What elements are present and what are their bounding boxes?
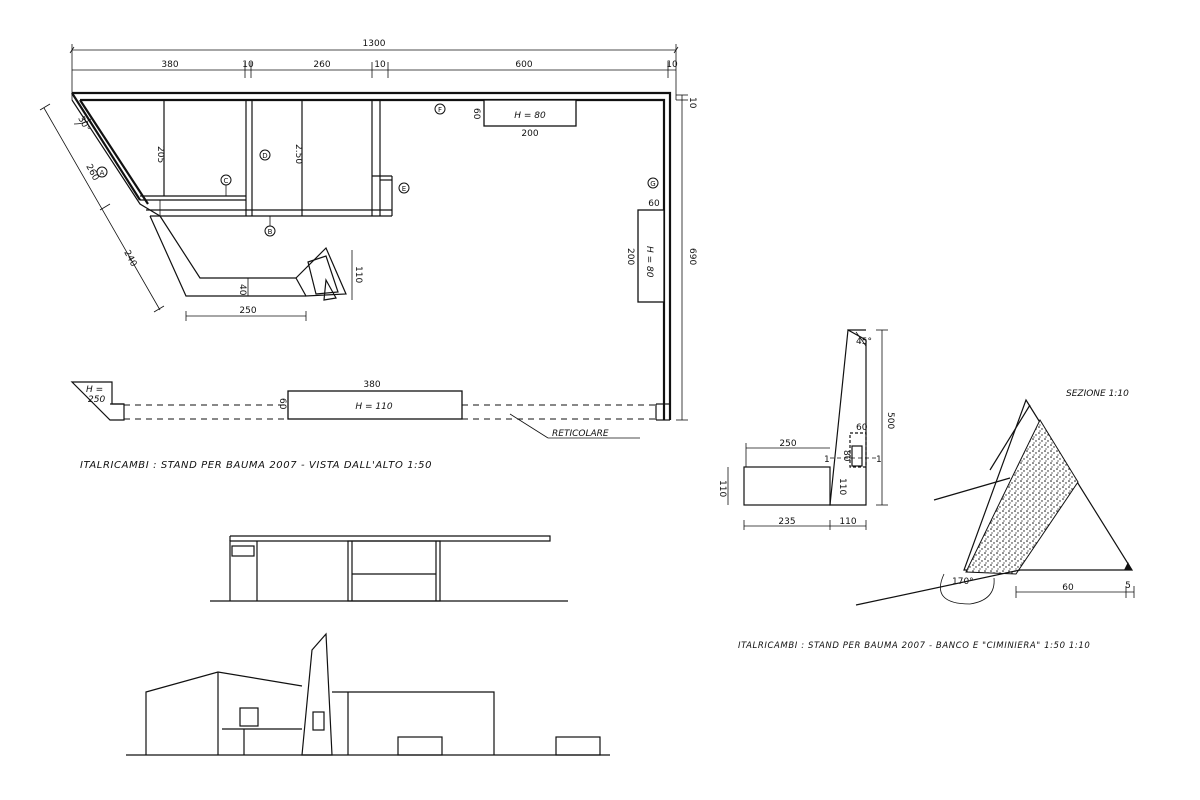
bench-small-60: 60 xyxy=(856,423,868,433)
marker-a-label: A xyxy=(100,169,105,177)
bench-left-110: 110 xyxy=(717,480,727,497)
dim-bottom-box-h: 60 xyxy=(277,398,287,410)
section-corner-mark xyxy=(1124,562,1132,570)
right-box-h80 xyxy=(637,209,665,303)
marker-d: D xyxy=(259,149,271,161)
dim-bottom-box-w: 380 xyxy=(363,380,380,390)
bench-chimney-detail: 45° 1 1 250 110 235 110 500 110 60 80 xyxy=(717,329,895,530)
dim-ramp-40: 40 xyxy=(237,284,247,296)
top-box-h80 xyxy=(483,99,577,127)
dim-wall-250: 2.50 xyxy=(293,144,303,164)
section-angle: 170° xyxy=(952,577,974,587)
dim-seg6: 10 xyxy=(666,60,678,70)
bench-bottom-235: 235 xyxy=(778,517,795,527)
marker-e: E xyxy=(398,182,410,194)
bottom-box-label: H = 110 xyxy=(355,402,392,412)
bench-caption: ITALRICAMBI : STAND PER BAUMA 2007 - BAN… xyxy=(738,641,1090,651)
dim-seg1: 380 xyxy=(161,60,178,70)
marker-b: B xyxy=(264,216,276,237)
front-elevation xyxy=(210,535,568,602)
bench-inner-110: 110 xyxy=(837,478,847,495)
bench-top-250: 250 xyxy=(779,439,796,449)
section-base-line xyxy=(855,569,1021,606)
section-dim-60: 60 xyxy=(1062,583,1074,593)
section-detail: 170° 60 5 SEZIONE 1:10 xyxy=(855,389,1135,606)
bench-small-80: 80 xyxy=(841,450,851,462)
bench-cut-2: 1 xyxy=(876,455,882,465)
dim-seg4: 10 xyxy=(374,60,386,70)
dim-ramp-250: 250 xyxy=(239,306,256,316)
section-title: SEZIONE 1:10 xyxy=(1066,389,1129,399)
dim-right-top: 10 xyxy=(687,97,697,109)
corner-label-2: 250 xyxy=(88,395,105,405)
marker-f-label: F xyxy=(438,106,442,114)
marker-c-label: C xyxy=(224,177,229,185)
section-dim-5: 5 xyxy=(1125,581,1131,591)
top-box-label: H = 80 xyxy=(514,111,546,121)
reticolare-label: RETICOLARE xyxy=(552,429,609,439)
plan-dimension-lines xyxy=(69,44,688,421)
dim-top-box-h: 60 xyxy=(471,108,481,120)
corner-label-1: H = xyxy=(86,385,103,395)
plan-view: 1300 380 10 260 10 600 10 10 690 xyxy=(39,39,697,471)
dim-seg3: 260 xyxy=(313,60,330,70)
reticolare-leader xyxy=(509,413,549,439)
dim-seg5: 600 xyxy=(515,60,532,70)
bench-cut-1: 1 xyxy=(824,455,830,465)
dim-right-height: 690 xyxy=(687,248,697,265)
dim-total-width: 1300 xyxy=(363,39,386,49)
bench-angle-45: 45° xyxy=(856,337,872,347)
dim-top-box-w: 200 xyxy=(521,129,538,139)
dim-right-box-h: 200 xyxy=(625,248,635,265)
dim-wall-205: 205 xyxy=(155,146,165,163)
bench-bottom-110: 110 xyxy=(839,517,856,527)
bench-height-500: 500 xyxy=(885,412,895,429)
section-triangle xyxy=(963,398,1134,571)
marker-c: C xyxy=(220,174,232,196)
section-fill xyxy=(965,418,1079,575)
plan-caption: ITALRICAMBI : STAND PER BAUMA 2007 - VIS… xyxy=(80,460,432,471)
side-elevation xyxy=(126,632,610,756)
dim-ramp-110: 110 xyxy=(353,266,363,283)
marker-g: G xyxy=(647,177,659,189)
marker-f: F xyxy=(434,103,446,115)
dim-right-box-w: 60 xyxy=(648,199,660,209)
marker-a: A xyxy=(96,166,108,178)
section-angle-arc xyxy=(939,573,995,605)
plan-walls xyxy=(71,91,672,421)
dim-seg2: 10 xyxy=(242,60,254,70)
marker-b-label: B xyxy=(268,228,273,236)
marker-g-label: G xyxy=(650,180,655,188)
marker-d-label: D xyxy=(262,152,267,160)
right-box-label: H = 80 xyxy=(644,246,654,278)
marker-e-label: E xyxy=(402,185,406,193)
plan-diagonal-dims xyxy=(39,103,165,313)
angle-arc xyxy=(73,117,93,125)
